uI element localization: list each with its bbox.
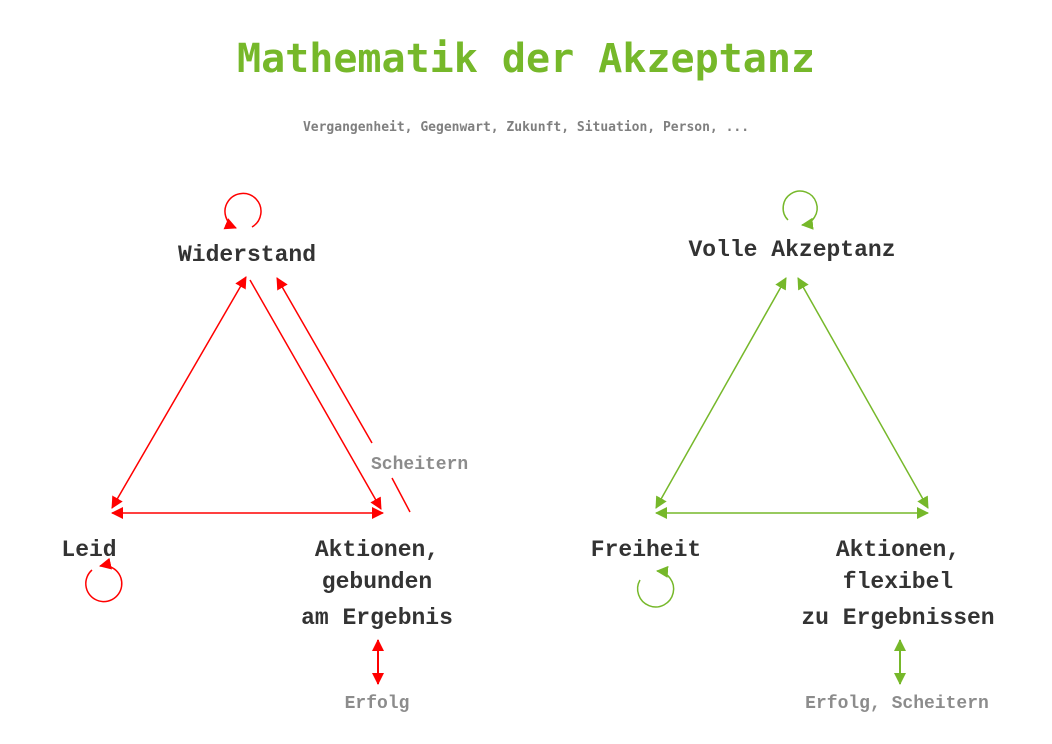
node-suffering: Leid [61,537,116,563]
acceptance-loop-icon [782,190,818,230]
node-actions-line3: am Ergebnis [301,605,453,631]
node-actions-line2: flexibel [843,569,953,595]
node-resistance: Widerstand [178,242,316,268]
resistance-loop-icon [223,192,262,230]
edge-resistance-actions [249,279,382,510]
edge-failure-tick [391,477,411,513]
failure-note: Scheitern [371,455,468,475]
node-actions-line1: Aktionen, [315,537,439,563]
edge-failure-return [276,277,373,444]
acceptance-triangle: Volle Akzeptanz Freiheit Aktionen, flexi… [591,190,995,714]
node-actions-line1: Aktionen, [836,537,960,563]
node-actions-line2: gebunden [322,569,432,595]
outcome-label: Erfolg, Scheitern [805,694,989,714]
edge-resistance-suffering [111,276,247,509]
resistance-triangle: Widerstand Leid Aktionen, gebunden am Er… [61,192,468,714]
freedom-loop-icon [636,565,675,608]
outcome-label: Erfolg [345,694,410,714]
edge-acceptance-actions [797,277,929,509]
page-title: Mathematik der Akzeptanz [237,36,815,82]
edge-acceptance-freedom [655,277,787,509]
node-freedom: Freiheit [591,537,701,563]
suffering-loop-icon [85,557,123,603]
node-actions-line3: zu Ergebnissen [801,605,994,631]
page-subtitle: Vergangenheit, Gegenwart, Zukunft, Situa… [303,120,749,135]
node-full-acceptance: Volle Akzeptanz [688,237,895,263]
